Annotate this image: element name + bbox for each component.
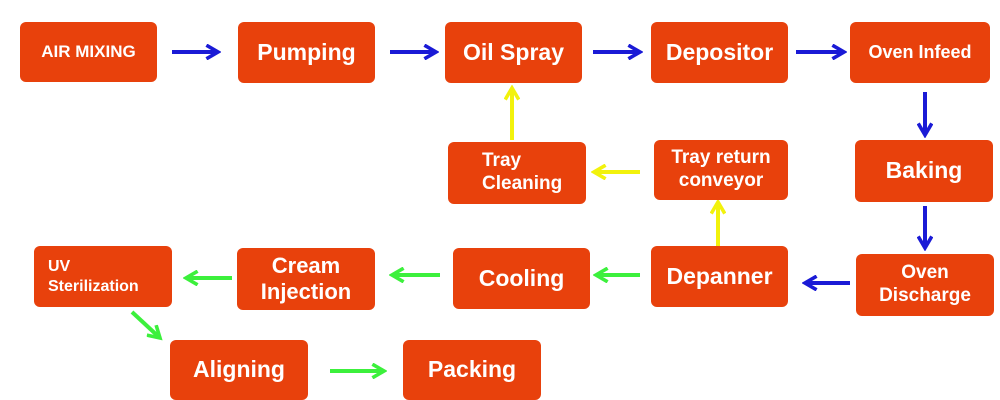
step-cooling: Cooling bbox=[453, 248, 590, 309]
step-label: Baking bbox=[885, 157, 963, 184]
step-label: AIR MIXING bbox=[41, 41, 136, 61]
step-label-line-2: Sterilization bbox=[48, 277, 139, 295]
step-tray-cleaning: Tray Cleaning bbox=[448, 142, 586, 204]
step-oven-infeed: Oven Infeed bbox=[850, 22, 990, 83]
step-label-line-1: Tray return bbox=[671, 147, 771, 169]
step-label: Depanner bbox=[666, 262, 773, 289]
step-pumping: Pumping bbox=[238, 22, 375, 83]
step-label: Cooling bbox=[478, 264, 565, 291]
step-label-line-1: Oven bbox=[901, 262, 949, 284]
step-depanner: Depanner bbox=[651, 246, 788, 307]
step-tray-return-conveyor: Tray return conveyor bbox=[654, 140, 788, 200]
step-uv-sterilization: UV Sterilization bbox=[34, 246, 172, 307]
step-label: Packing bbox=[427, 356, 517, 383]
step-label-line-2: Injection bbox=[260, 279, 352, 304]
step-label-line-1: Cream bbox=[271, 252, 341, 278]
step-label-line-2: conveyor bbox=[678, 170, 764, 191]
step-depositor: Depositor bbox=[651, 22, 788, 83]
step-baking: Baking bbox=[855, 140, 993, 202]
step-oven-discharge: Oven Discharge bbox=[856, 254, 994, 316]
step-packing: Packing bbox=[403, 340, 541, 400]
step-label-line-1: Tray bbox=[482, 150, 522, 172]
step-label: Oil Spray bbox=[463, 38, 564, 65]
step-label: Pumping bbox=[257, 38, 356, 65]
step-label-line-1: UV bbox=[48, 258, 71, 276]
step-cream-injection: Cream Injection bbox=[237, 248, 375, 310]
step-label: Oven Infeed bbox=[868, 41, 972, 62]
step-aligning: Aligning bbox=[170, 340, 308, 400]
step-label-line-2: Cleaning bbox=[482, 173, 563, 194]
step-oil-spray: Oil Spray bbox=[445, 22, 582, 83]
arrow-uv-sterilization-to-aligning bbox=[130, 310, 160, 338]
step-air-mixing: AIR MIXING bbox=[20, 22, 157, 82]
step-label-line-2: Discharge bbox=[879, 285, 971, 306]
step-label: Aligning bbox=[193, 356, 285, 383]
step-label: Depositor bbox=[665, 38, 774, 65]
